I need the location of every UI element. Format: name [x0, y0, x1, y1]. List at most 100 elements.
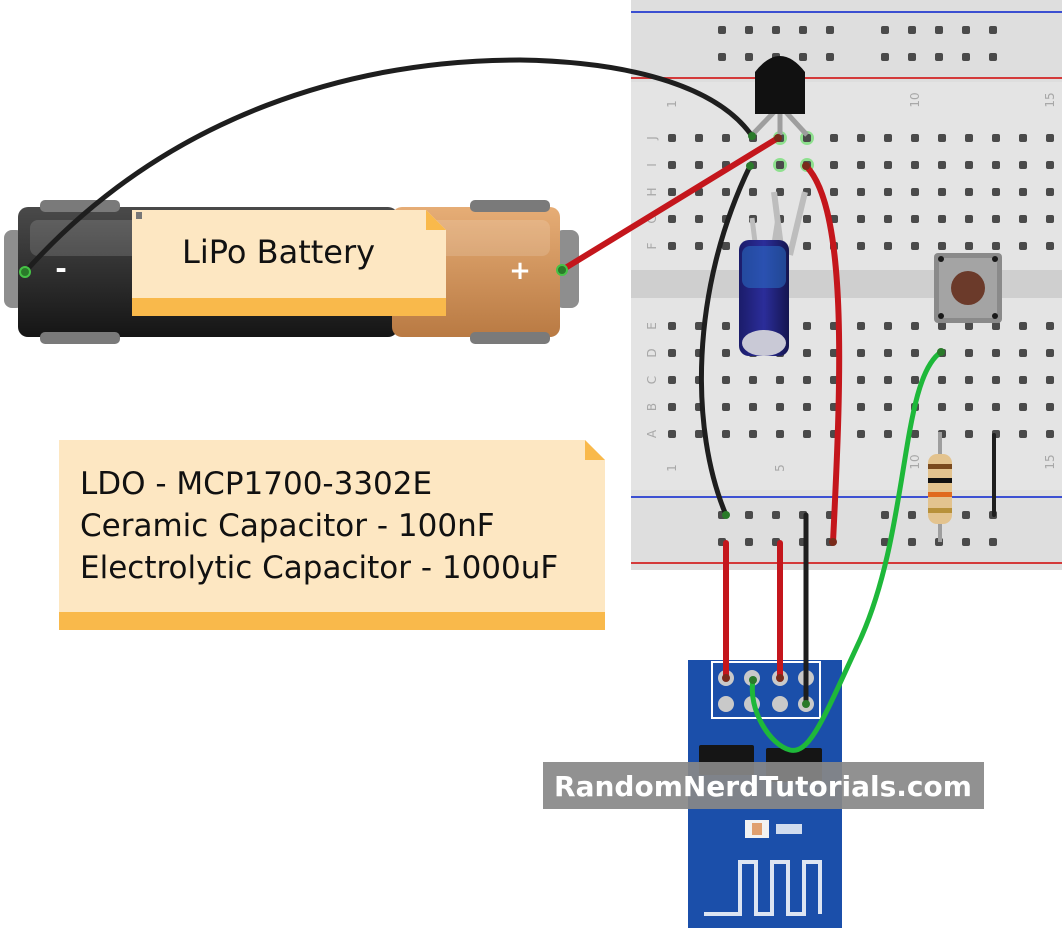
breadboard-hole [857, 161, 865, 169]
breadboard-hole [1046, 322, 1054, 330]
breadboard-hole [884, 215, 892, 223]
breadboard-hole [722, 403, 730, 411]
breadboard-hole [722, 134, 730, 142]
wire-3v3-to-rail [803, 163, 843, 545]
column-number-15-top: 15 [1043, 92, 1057, 107]
endpoint-ldo-middle [774, 134, 782, 142]
breadboard-hole [857, 322, 865, 330]
breadboard-hole [908, 538, 916, 546]
endpoint-esp-gnd [802, 700, 810, 708]
row-letter-d: D [645, 348, 659, 357]
breadboard-hole [1019, 322, 1027, 330]
breadboard-hole [992, 376, 1000, 384]
breadboard-hole [799, 26, 807, 34]
breadboard-hole [992, 161, 1000, 169]
breadboard-hole [830, 349, 838, 357]
wire-battery-negative-to-ldo [22, 57, 755, 275]
breadboard-hole [884, 430, 892, 438]
breadboard-hole [857, 349, 865, 357]
row-letter-g: G [645, 214, 659, 223]
breadboard-hole [857, 215, 865, 223]
resistor-body [928, 454, 952, 524]
breadboard-hole [803, 215, 811, 223]
breadboard-hole [938, 134, 946, 142]
breadboard-hole [776, 430, 784, 438]
components-note-paper [59, 440, 605, 630]
breadboard-hole [1019, 215, 1027, 223]
breadboard-hole [718, 26, 726, 34]
breadboard-hole [749, 376, 757, 384]
breadboard-hole [749, 403, 757, 411]
breadboard-hole [908, 53, 916, 61]
esp-header-outline [711, 661, 821, 719]
breadboard-hole [857, 430, 865, 438]
endpoint-button [937, 348, 945, 356]
breadboard-hole [722, 349, 730, 357]
ldo-regulator [750, 56, 809, 137]
components-note-line-3: Electrolytic Capacitor - 1000uF [80, 550, 558, 586]
breadboard-hole [772, 26, 780, 34]
breadboard-hole [884, 403, 892, 411]
row-letter-j: J [645, 136, 659, 141]
breadboard-hole [722, 376, 730, 384]
battery-bottom-tab-right [470, 332, 550, 344]
pushbutton-pin-3 [938, 313, 944, 319]
breadboard-hole [965, 134, 973, 142]
breadboard-hole [992, 134, 1000, 142]
breadboard-hole [911, 322, 919, 330]
breadboard-hole [695, 161, 703, 169]
breadboard-hole [668, 161, 676, 169]
breadboard-hole [965, 188, 973, 196]
electrolytic-capacitor [739, 217, 789, 356]
breadboard-hole [884, 134, 892, 142]
battery-note-band [132, 298, 446, 316]
breadboard-hole [965, 430, 973, 438]
breadboard-hole [745, 511, 753, 519]
breadboard-hole [722, 430, 730, 438]
breadboard-hole [668, 322, 676, 330]
breadboard-hole [830, 188, 838, 196]
endpoint-3v3-rail [829, 538, 837, 546]
breadboard-hole [881, 511, 889, 519]
breadboard-hole [803, 376, 811, 384]
breadboard-hole [695, 242, 703, 250]
watermark-background [543, 762, 984, 809]
breadboard-hole [938, 376, 946, 384]
endpoint-ldo-left [748, 132, 756, 140]
breadboard-hole [881, 26, 889, 34]
breadboard-hole [938, 188, 946, 196]
endpoint-esp-ch-pd [776, 674, 784, 682]
row-letter-i: I [645, 163, 659, 167]
electrolytic-stripe [742, 246, 786, 288]
breadboard-hole [908, 26, 916, 34]
components-note-line-1: LDO - MCP1700-3302E [80, 466, 432, 502]
column-number-1-bottom: 1 [665, 464, 679, 472]
breadboard-hole [938, 215, 946, 223]
breadboard-hole [803, 242, 811, 250]
breadboard-hole [718, 53, 726, 61]
watermark-text: RandomNerdTutorials.com [554, 770, 972, 803]
wire-button-to-esp-gpio [749, 349, 944, 753]
endpoint-ground-top [746, 162, 754, 170]
breadboard-hole [935, 26, 943, 34]
breadboard-hole [965, 376, 973, 384]
endpoint-battery-negative [19, 266, 31, 278]
electrolytic-top [742, 330, 786, 356]
ldo-lead-left [750, 108, 778, 137]
breadboard-hole [1019, 188, 1027, 196]
pushbutton [934, 253, 1002, 323]
breadboard-hole [668, 215, 676, 223]
breadboard-hole [992, 322, 1000, 330]
breadboard-hole [1019, 376, 1027, 384]
row-letter-f: F [645, 242, 659, 249]
components-note-fold [585, 440, 605, 460]
breadboard-hole [884, 376, 892, 384]
breadboard-hole [992, 188, 1000, 196]
battery-plus-sign: + [509, 256, 531, 286]
breadboard-hole [857, 403, 865, 411]
breadboard-hole [668, 376, 676, 384]
pushbutton-pin-1 [938, 256, 944, 262]
breadboard-hole [911, 349, 919, 357]
breadboard-hole [935, 53, 943, 61]
